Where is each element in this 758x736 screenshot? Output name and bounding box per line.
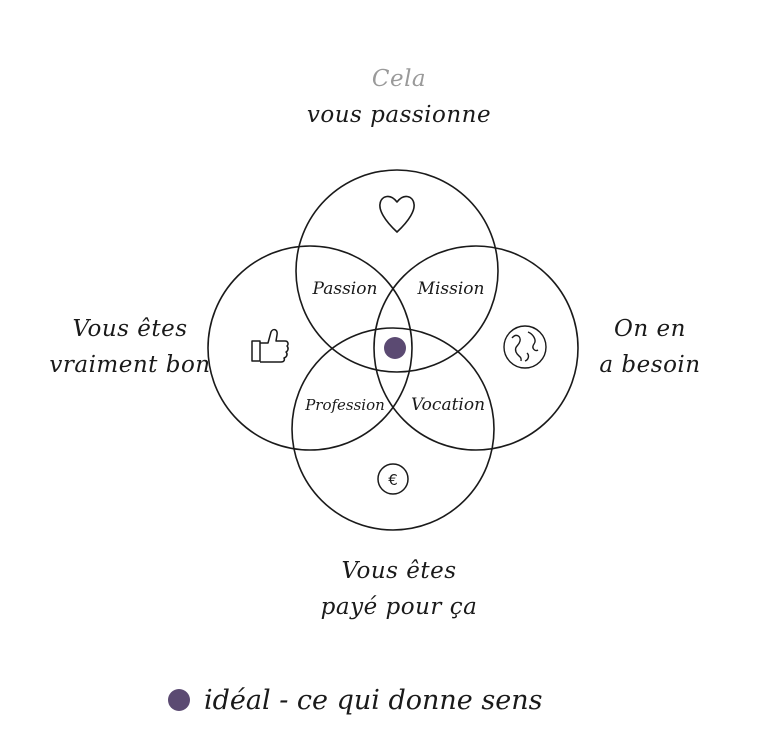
circle-good-at [207,245,413,451]
label-needed-line-1: On en [614,316,686,342]
label-needed: On en a besoin [580,312,720,383]
label-passionate: Cela vous passionne [279,62,519,133]
label-good-at: Vous êtes vraiment bon [30,312,230,383]
ideal-dot-icon [384,337,406,359]
legend-dot-icon [168,689,190,711]
circle-paid [291,327,495,531]
zone-vocation: Vocation [410,395,486,415]
euro-symbol: € [388,471,398,489]
label-good-at-line-2: vraiment bon [49,351,211,378]
zone-profession: Profession [305,396,385,414]
legend-text: idéal - ce qui donne sens [204,684,543,716]
circle-passion [295,169,499,373]
zone-mission: Mission [417,279,485,299]
circle-needed [373,245,579,451]
legend: idéal - ce qui donne sens [168,678,588,722]
label-paid: Vous êtes payé pour ça [279,554,519,625]
label-needed-line-2: a besoin [599,351,701,378]
label-passionate-line-1: Cela [371,66,427,92]
globe-icon [503,325,547,369]
label-good-at-line-1: Vous êtes [72,316,188,342]
label-paid-line-1: Vous êtes [341,558,457,584]
label-passionate-line-2: vous passionne [306,101,492,128]
label-paid-line-2: payé pour ça [320,593,478,620]
heart-icon [379,195,415,233]
thumbs-up-icon [251,328,289,363]
euro-coin-icon: € [377,463,409,495]
zone-passion: Passion [312,279,378,299]
